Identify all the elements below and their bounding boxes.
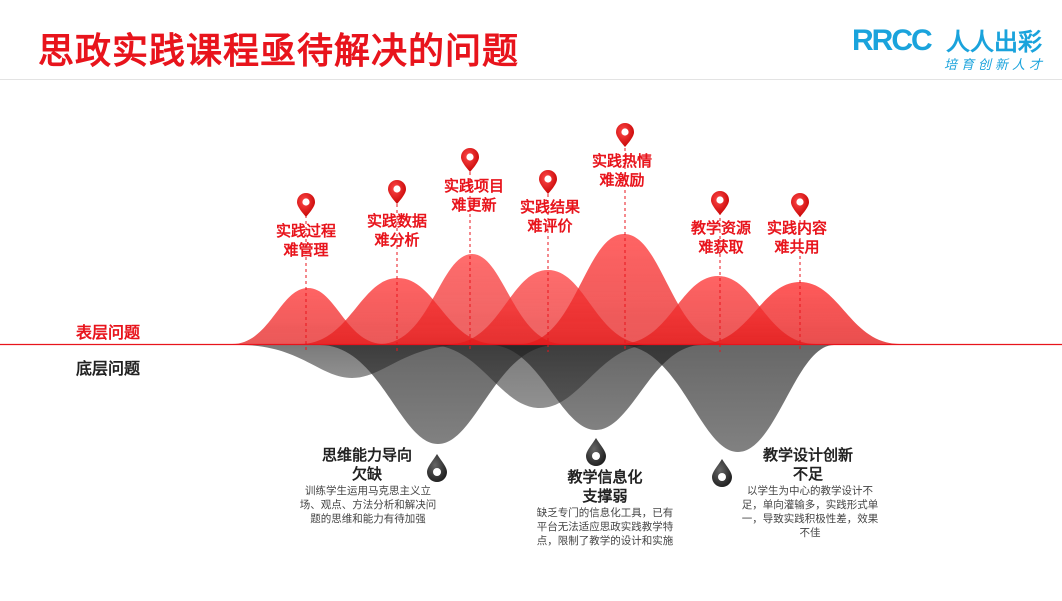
map-pin-icon [539, 170, 557, 194]
title-divider [0, 79, 1062, 80]
map-pin-icon [297, 193, 315, 217]
brand-logo: RRCC 人人出彩 培育创新人才 [852, 22, 1057, 74]
surface-problem-6: 教学资源 难获取 [690, 219, 751, 256]
map-pin-icon [711, 191, 729, 215]
map-pin-icons [297, 123, 809, 217]
surface-problem-2: 实践数据 难分析 [366, 212, 427, 249]
surface-peaks [232, 234, 900, 344]
map-pin-icon [461, 148, 479, 172]
surface-problem-1: 实践过程 难管理 [275, 222, 336, 259]
deep-problem-1-title: 思维能力导向 欠缺 [321, 446, 412, 483]
map-pin-icon [388, 180, 406, 204]
drop-pin-icon [427, 454, 447, 482]
deep-valley-4 [490, 345, 702, 430]
map-pin-icon [616, 123, 634, 147]
surface-problem-5: 实践热情 难激励 [591, 152, 652, 189]
deep-problem-2-desc: 缺乏专门的信息化工具，已有平台无法适应思政实践教学特点，限制了教学的设计和实施 [536, 507, 674, 547]
deep-problem-1-desc: 训练学生运用马克思主义立场、观点、方法分析和解决问题的思维和能力有待加强 [299, 485, 437, 525]
drop-pin-icon [586, 438, 606, 466]
deep-problem-3-title: 教学设计创新 不足 [762, 446, 853, 483]
surface-problem-4: 实践结果 难评价 [519, 198, 580, 235]
deep-valleys [240, 345, 834, 452]
logo-slogan: 培育创新人才 [944, 58, 1047, 73]
logo-text: 人人出彩 [946, 28, 1042, 56]
surface-layer-label: 表层问题 [76, 323, 141, 342]
surface-problem-7: 实践内容 难共用 [766, 219, 827, 256]
deep-valley-5 [620, 345, 834, 452]
surface-leaders [305, 148, 801, 352]
map-pin-icon [791, 193, 809, 217]
deep-problem-2-title: 教学信息化 支撑弱 [567, 468, 643, 505]
drop-pin-icon [712, 459, 732, 487]
logo-mark: RRCC [852, 24, 933, 57]
drop-pin-icons [427, 438, 732, 487]
page-title: 思政实践课程亟待解决的问题 [38, 31, 520, 72]
deep-problem-3-desc: 以学生为中心的教学设计不足，单向灌输多，实践形式单一，导致实践积极性差，效果不佳 [741, 485, 879, 539]
deep-layer-label: 底层问题 [76, 359, 141, 378]
surface-problem-3: 实践项目 难更新 [443, 177, 504, 214]
